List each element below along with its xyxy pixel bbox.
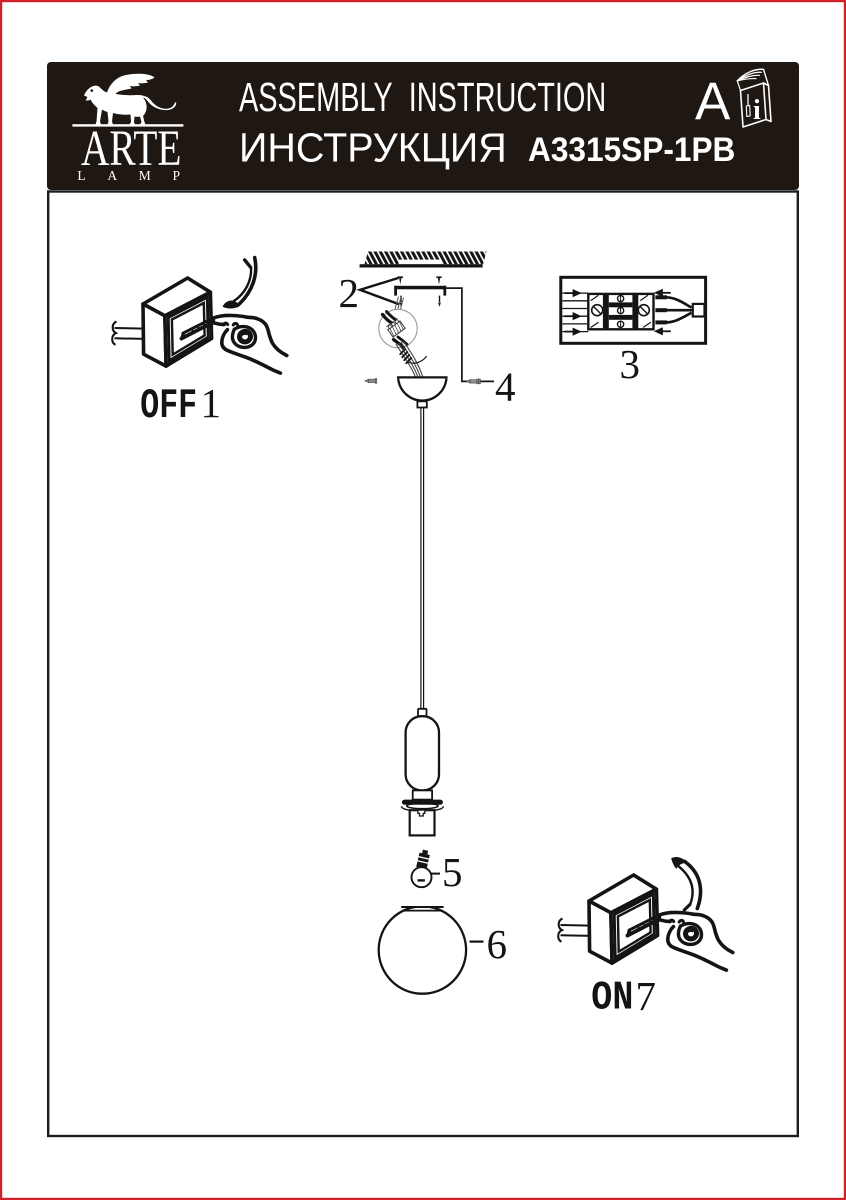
svg-text:A: A (695, 72, 731, 131)
svg-text:i: i (753, 95, 761, 126)
svg-text:5: 5 (442, 849, 463, 895)
svg-text:1: 1 (201, 380, 222, 426)
svg-text:ИНСТРУКЦИЯ: ИНСТРУКЦИЯ (239, 126, 507, 171)
svg-text:A3315SP-1PB: A3315SP-1PB (528, 130, 735, 168)
svg-text:3: 3 (620, 341, 641, 387)
svg-text:OFF: OFF (140, 383, 197, 430)
svg-text:ASSEMBLY INSTRUCTION: ASSEMBLY INSTRUCTION (239, 75, 606, 120)
svg-text:2: 2 (339, 270, 360, 316)
svg-text:ON: ON (591, 975, 633, 1021)
svg-text:LAMP: LAMP (77, 168, 201, 183)
svg-text:4: 4 (495, 364, 516, 410)
svg-text:6: 6 (487, 921, 508, 967)
svg-text:ARTE: ARTE (81, 120, 181, 176)
svg-text:7: 7 (636, 973, 657, 1019)
